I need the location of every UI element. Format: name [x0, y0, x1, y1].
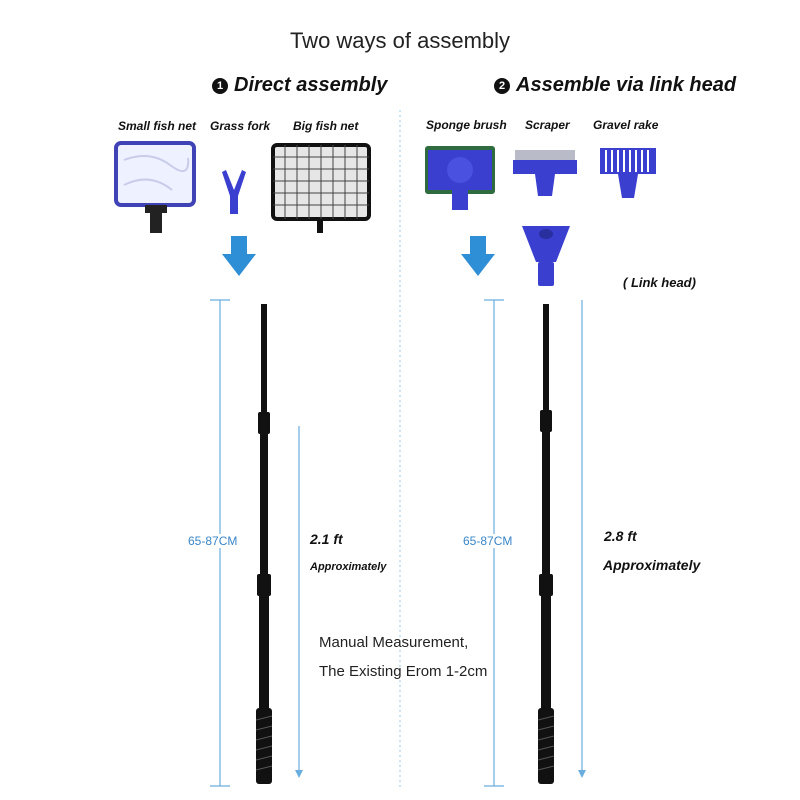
length-ft-right: 2.8 ft	[604, 528, 637, 544]
gravel-rake-label: Gravel rake	[593, 118, 659, 132]
approx-left: Approximately	[310, 561, 387, 573]
small-fish-net-icon	[114, 141, 196, 233]
length-arrow-left	[295, 426, 303, 778]
measurement-note-line2: The Existing Erom 1-2cm	[319, 663, 488, 680]
big-fish-net-icon	[271, 143, 371, 233]
scraper-icon	[513, 150, 577, 196]
down-arrow-icon-right	[461, 236, 495, 276]
direct-assembly-heading: 1 Direct assembly	[212, 74, 387, 97]
gravel-rake-icon	[600, 148, 656, 198]
small-fish-net-label: Small fish net	[118, 119, 197, 133]
approx-right: Approximately	[603, 557, 701, 573]
link-head-assembly-heading: 2 Assemble via link head	[494, 74, 736, 97]
page-title: Two ways of assembly	[289, 28, 511, 53]
length-range-right: 65-87CM	[461, 534, 515, 548]
length-arrow-right	[578, 300, 586, 778]
telescopic-pole-right	[537, 304, 555, 784]
length-range-left: 65-87CM	[186, 534, 240, 548]
sponge-brush-label: Sponge brush	[426, 118, 507, 132]
link-head-label: ( Link head)	[623, 275, 696, 290]
grass-fork-label: Grass fork	[210, 119, 271, 133]
step-number-badge: 2	[494, 78, 510, 94]
link-head-assembly-heading-text: Assemble via link head	[516, 74, 737, 96]
sponge-brush-icon	[425, 146, 495, 210]
length-ft-left: 2.1 ft	[310, 531, 343, 547]
telescopic-pole-left	[255, 304, 273, 784]
measurement-note-line1: Manual Measurement,	[319, 634, 469, 651]
grass-fork-icon	[222, 170, 246, 214]
link-head-icon	[522, 226, 570, 286]
big-fish-net-label: Big fish net	[293, 119, 359, 133]
step-number-badge: 1	[212, 78, 228, 94]
down-arrow-icon-left	[222, 236, 256, 276]
direct-assembly-heading-text: Direct assembly	[234, 74, 388, 96]
scraper-label: Scraper	[525, 118, 570, 132]
